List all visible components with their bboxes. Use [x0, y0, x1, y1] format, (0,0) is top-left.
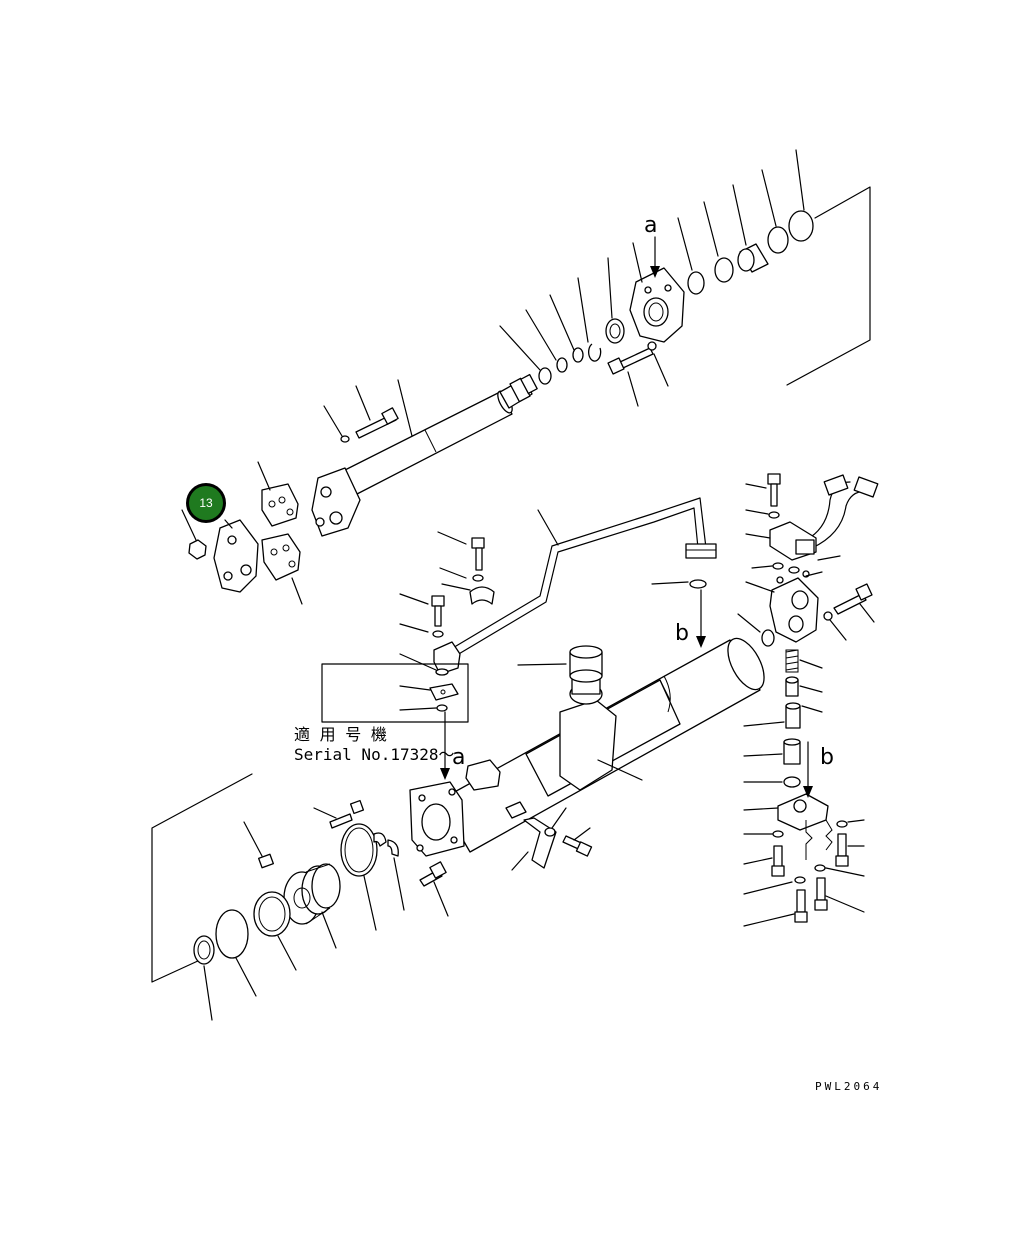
bushing-ring-1: [687, 271, 705, 295]
piston-seal-1: [340, 823, 378, 877]
shim-plate-2: [261, 533, 301, 581]
applicability-label: 適 用 号 機: [294, 725, 387, 744]
applicability-parts: [399, 653, 459, 712]
mounting-bracket: [523, 817, 557, 869]
valve-cover: [777, 793, 829, 831]
cover-washer-3: [794, 876, 806, 884]
spring: [785, 649, 799, 673]
seal-ring-1: [538, 367, 552, 385]
head-bolt: [607, 341, 657, 375]
leader-lines-bottom-left: [203, 807, 449, 1021]
bracket-bolt: [562, 835, 593, 857]
set-screw: [258, 853, 274, 869]
applicability-bracket: [321, 663, 469, 723]
block-bolt: [431, 595, 445, 638]
bottom-frame-bracket: [151, 773, 253, 983]
marker-b-left: b: [675, 621, 689, 646]
o-ring-large: [788, 210, 814, 242]
valve-o-ring-1: [772, 562, 784, 570]
cover-bolt-4: [814, 877, 828, 911]
bushing-ring-2: [714, 257, 734, 283]
bracket-washer: [544, 827, 556, 837]
tube-bottom-flange: [409, 781, 465, 857]
pipe-flange-block: [685, 543, 717, 559]
seal-ring-2: [556, 357, 568, 373]
cylinder-head-flange: [629, 267, 685, 343]
pipe-end-block: [433, 641, 461, 675]
seal-ring-3: [572, 347, 584, 363]
cover-washer-2: [836, 820, 848, 828]
valve-body: [769, 570, 819, 643]
marker-a-top: a: [644, 213, 657, 238]
rod-end-eye: [311, 467, 361, 537]
piston-bolt: [419, 861, 447, 887]
backup-washer: [193, 935, 215, 965]
valve-side-bolt: [833, 583, 873, 615]
tube-boss: [505, 801, 527, 819]
marker-b-right: b: [820, 745, 834, 770]
valve-block-upper: [769, 521, 817, 561]
piston-rod: [344, 373, 538, 495]
top-frame-bracket: [786, 186, 871, 386]
cover-bolt-1: [771, 845, 785, 877]
shim-plate-1: [261, 483, 299, 527]
cover-bolt-3: [794, 889, 808, 923]
wear-ring: [253, 891, 291, 937]
arrow-b-right: [803, 786, 813, 798]
piston-nut-bolt: [329, 799, 365, 829]
clip-bolt: [471, 537, 485, 582]
marker-a-bottom: a: [452, 745, 465, 770]
backup-ring: [767, 226, 789, 254]
leader-lines-top: [323, 149, 805, 437]
rod-bolt: [340, 407, 399, 443]
valve-o-ring-side: [761, 629, 775, 647]
bearing-sleeve: [737, 243, 769, 273]
o-ring-pipe: [689, 579, 707, 589]
cushion-ring: [373, 832, 399, 857]
piston-ring: [215, 909, 249, 959]
side-washer: [823, 611, 833, 621]
pipe-elbow: [805, 474, 879, 549]
arrow-b-left: [696, 636, 706, 648]
pipe-clip: [469, 586, 495, 605]
cover-washer-1: [772, 830, 784, 838]
valve-o-ring-lower: [783, 776, 801, 788]
leader-lines-right: [737, 483, 875, 927]
drawing-code: PWL2064: [815, 1080, 882, 1093]
valve-bolt-top: [767, 473, 781, 507]
dust-seal: [605, 318, 625, 344]
hex-nut: [188, 539, 207, 560]
hydraulic-pipe: [445, 497, 707, 659]
valve-o-ring-2: [788, 566, 800, 574]
mid-clamp-block: [465, 759, 501, 791]
callout-badge-13[interactable]: 13: [186, 483, 226, 523]
piston: [283, 863, 341, 925]
clamp-block: [213, 519, 259, 593]
cover-bolt-2: [835, 833, 849, 867]
leader-lines-mid-left: [399, 531, 471, 633]
arrow-a-top: [650, 266, 660, 278]
arrow-a-bottom: [440, 768, 450, 780]
svg-text:13: 13: [199, 496, 213, 510]
serial-label: Serial No.17328～: [294, 745, 455, 764]
valve-washer-top: [768, 511, 780, 519]
cover-washer-4: [814, 864, 826, 872]
trunnion-bushing: [569, 645, 603, 683]
snap-ring: [588, 343, 602, 362]
